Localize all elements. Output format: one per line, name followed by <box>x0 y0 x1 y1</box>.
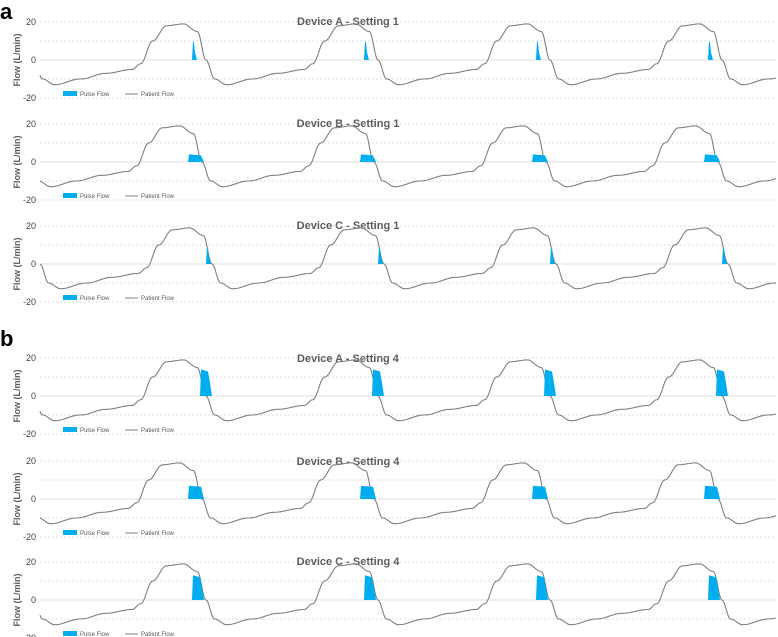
legend-patient-label: Patient Flow <box>141 428 175 434</box>
pulse-flow-area <box>532 154 548 162</box>
pulse-flow-area <box>544 369 556 396</box>
y-tick-label: -20 <box>23 429 36 439</box>
y-tick-label: -20 <box>23 195 36 205</box>
patient-flow-line <box>39 462 777 525</box>
panel-letter-b: b <box>0 326 13 351</box>
y-axis-label: Flow (L/min) <box>12 370 22 423</box>
legend-pulse-label: Pulse Flow <box>80 296 110 302</box>
y-tick-label: 20 <box>26 557 36 567</box>
chart-title: Device A - Setting 4 <box>297 353 400 365</box>
pulse-flow-area <box>360 485 376 499</box>
y-tick-label: 0 <box>31 391 36 401</box>
legend-pulse-label: Pulse Flow <box>80 632 110 637</box>
panel-letter-a: a <box>0 0 13 24</box>
patient-flow-line <box>39 227 777 290</box>
y-axis-label: Flow (L/min) <box>12 136 22 189</box>
pulse-flow-area <box>704 485 720 499</box>
y-axis-label: Flow (L/min) <box>12 34 22 87</box>
y-tick-label: 20 <box>26 17 36 27</box>
legend-pulse-label: Pulse Flow <box>80 92 110 98</box>
y-tick-label: -20 <box>23 532 36 542</box>
y-tick-label: -20 <box>23 93 36 103</box>
legend-pulse-label: Pulse Flow <box>80 531 110 537</box>
legend-pulse-swatch <box>63 91 77 96</box>
y-tick-label: -20 <box>23 633 36 637</box>
pulse-flow-area <box>206 246 211 264</box>
legend-pulse-swatch <box>63 193 77 198</box>
y-tick-label: 20 <box>26 456 36 466</box>
chart-title: Device B - Setting 4 <box>297 456 401 468</box>
pulse-flow-area <box>550 246 555 264</box>
pulse-flow-area <box>360 154 376 162</box>
y-axis-label: Flow (L/min) <box>12 238 22 291</box>
pulse-flow-area <box>536 41 541 60</box>
legend-patient-label: Patient Flow <box>141 531 175 537</box>
legend-pulse-label: Pulse Flow <box>80 428 110 434</box>
legend-patient-label: Patient Flow <box>141 296 175 302</box>
pulse-flow-area <box>708 575 720 600</box>
pulse-flow-area <box>716 369 728 396</box>
legend-pulse-swatch <box>63 295 77 300</box>
pulse-flow-area <box>188 154 204 162</box>
legend-patient-label: Patient Flow <box>141 194 175 200</box>
pulse-flow-area <box>708 41 713 60</box>
patient-flow-line <box>39 125 777 188</box>
pulse-flow-area <box>192 575 204 600</box>
y-tick-label: 0 <box>31 595 36 605</box>
y-tick-label: 20 <box>26 221 36 231</box>
y-tick-label: 0 <box>31 55 36 65</box>
y-tick-label: 20 <box>26 119 36 129</box>
pulse-flow-area <box>532 485 548 499</box>
pulse-flow-area <box>364 41 369 60</box>
pulse-flow-area <box>536 575 548 600</box>
pulse-flow-area <box>192 41 197 60</box>
y-tick-label: 0 <box>31 157 36 167</box>
legend-patient-label: Patient Flow <box>141 632 175 637</box>
pulse-flow-area <box>200 369 212 396</box>
y-axis-label: Flow (L/min) <box>12 473 22 526</box>
y-tick-label: 20 <box>26 353 36 363</box>
legend-pulse-swatch <box>63 427 77 432</box>
y-tick-label: 0 <box>31 494 36 504</box>
legend-patient-label: Patient Flow <box>141 92 175 98</box>
pulse-flow-area <box>704 154 720 162</box>
y-tick-label: 0 <box>31 259 36 269</box>
patient-flow-line <box>39 23 777 86</box>
pulse-flow-area <box>378 246 383 264</box>
legend-pulse-swatch <box>63 530 77 535</box>
pulse-flow-area <box>722 246 727 264</box>
legend-pulse-swatch <box>63 631 77 636</box>
pulse-flow-area <box>188 485 204 499</box>
y-axis-label: Flow (L/min) <box>12 574 22 627</box>
pulse-flow-area <box>372 369 384 396</box>
y-tick-label: -20 <box>23 297 36 307</box>
legend-pulse-label: Pulse Flow <box>80 194 110 200</box>
patient-flow-line <box>39 359 777 422</box>
pulse-flow-area <box>364 575 376 600</box>
patient-flow-line <box>39 563 777 626</box>
